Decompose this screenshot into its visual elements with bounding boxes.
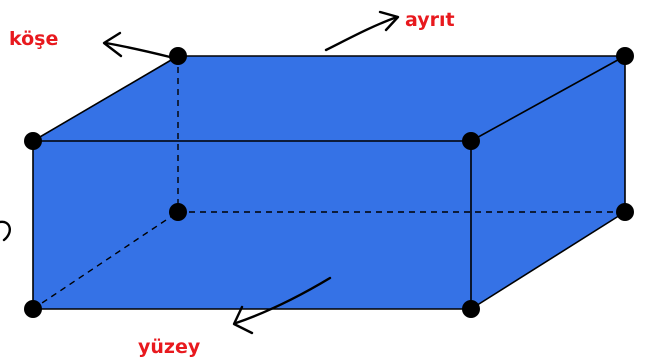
vertex-dot (462, 132, 480, 150)
vertices (24, 47, 634, 318)
face-arrow (234, 276, 332, 325)
vertex-dot (24, 300, 42, 318)
vertex-arrow (104, 41, 172, 59)
right-face (471, 56, 625, 309)
vertex-dot (616, 47, 634, 65)
vertex-dot (169, 203, 187, 221)
edge-top-right (470, 55, 626, 142)
vertex-dot (169, 47, 187, 65)
edge-top-left (32, 55, 179, 142)
vertex-label: köşe (9, 28, 58, 50)
face-label: yüzey (138, 336, 201, 358)
hidden-edges (32, 56, 625, 310)
edge-arrow-head (378, 10, 400, 32)
top-face (33, 56, 625, 141)
edge-label: ayrıt (405, 9, 455, 31)
visible-edges (32, 55, 626, 310)
vertex-arrow-head (102, 31, 123, 58)
vertex-dot (462, 300, 480, 318)
vertex-dot (24, 132, 42, 150)
pointer-arrows (0, 10, 400, 335)
hidden-edge-left-bottom (32, 211, 179, 310)
edge-arrow (324, 15, 399, 52)
vertex-dot (616, 203, 634, 221)
front-face (33, 141, 471, 309)
face-arrow-head (232, 305, 254, 335)
partial-arrow-mark (0, 220, 11, 242)
edge-right-bottom (470, 211, 626, 310)
